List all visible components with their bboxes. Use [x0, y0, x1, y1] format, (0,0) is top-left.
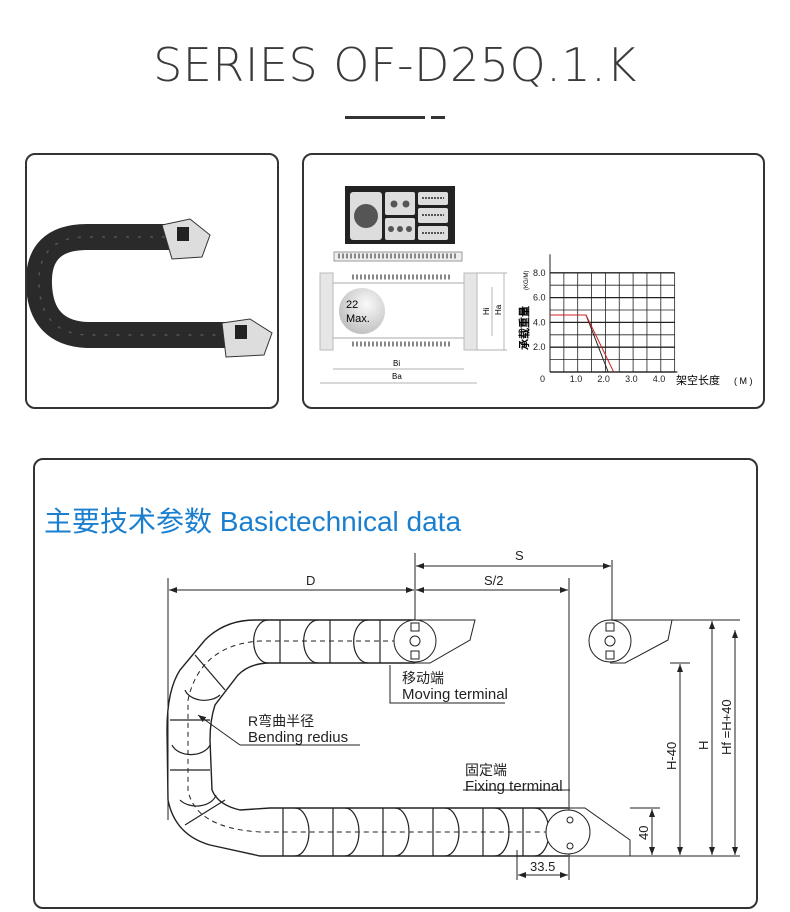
max-diameter-value: 22	[346, 299, 358, 311]
specification-panel: 22 Max. Hi Ha Bi Ba 0 1.0 2.0 3.0 4.0 2.0 4.0 6…	[302, 153, 765, 409]
dim-d-label: D	[306, 573, 315, 588]
dim-s-half-label: S/2	[484, 573, 504, 588]
label-bi: Bi	[393, 359, 400, 368]
moving-terminal-cn: 移动端	[402, 670, 444, 686]
dim-s-label: S	[515, 548, 524, 563]
moving-terminal-alt-bracket	[588, 619, 673, 664]
fixing-terminal-bracket	[545, 807, 631, 857]
chart-y-tick: 6.0	[533, 293, 546, 303]
title-underline	[345, 116, 425, 119]
cable-chain-photo	[25, 218, 273, 358]
dim-33-5: 33.5	[530, 859, 555, 874]
chart-x-tick: 2.0	[597, 374, 610, 384]
chart-y-tick: 2.0	[533, 342, 546, 352]
bending-radius-en: Bending redius	[248, 729, 348, 746]
chain-cross-section-icon	[345, 186, 455, 244]
chart-y-tick: 4.0	[533, 317, 546, 327]
moving-terminal-bracket	[393, 619, 476, 664]
max-cable-diameter-ball	[339, 288, 385, 334]
chart-x-tick: 0	[540, 374, 545, 384]
max-diameter-label: Max.	[346, 313, 370, 325]
dim-h: H	[696, 741, 711, 750]
fixing-terminal-cn: 固定端	[465, 762, 507, 778]
label-ba: Ba	[392, 372, 402, 381]
dim-40: 40	[636, 826, 651, 840]
chart-x-tick: 1.0	[570, 374, 583, 384]
chart-x-tick: 3.0	[625, 374, 638, 384]
fixing-terminal-en: Fixing terminal	[465, 778, 563, 795]
dim-h-minus-40: H-40	[664, 742, 679, 770]
chart-ylabel-unit: (KG/M)	[524, 271, 530, 290]
label-ha: Ha	[494, 304, 503, 315]
title-underline-accent	[431, 116, 445, 119]
section-heading: 主要技术参数 Basictechnical data	[44, 506, 462, 537]
chart-series-red	[550, 314, 615, 373]
technical-data-panel	[33, 458, 758, 909]
chart-x-tick: 4.0	[653, 374, 666, 384]
product-photo-panel	[25, 153, 279, 409]
dim-hf: Hf =H+40	[719, 699, 734, 755]
chart-y-tick: 8.0	[533, 268, 546, 278]
chart-xlabel: 架空长度	[676, 373, 720, 387]
load-chart: 0 1.0 2.0 3.0 4.0 2.0 4.0 6.0 8.0	[533, 254, 678, 384]
moving-terminal-en: Moving terminal	[402, 686, 508, 703]
page-title: SERIES OF-D25Q.1.K	[153, 38, 637, 92]
bending-radius-cn: R弯曲半径	[248, 713, 314, 729]
cross-section-and-load-chart: 22 Max. Hi Ha Bi Ba 0 1.0 2.0 3.0 4.0 2.0 4.0 6…	[319, 186, 753, 387]
label-hi: Hi	[482, 307, 491, 315]
chart-ylabel: 承载重量	[517, 306, 531, 350]
chart-xlabel-unit: ( M )	[734, 376, 753, 386]
